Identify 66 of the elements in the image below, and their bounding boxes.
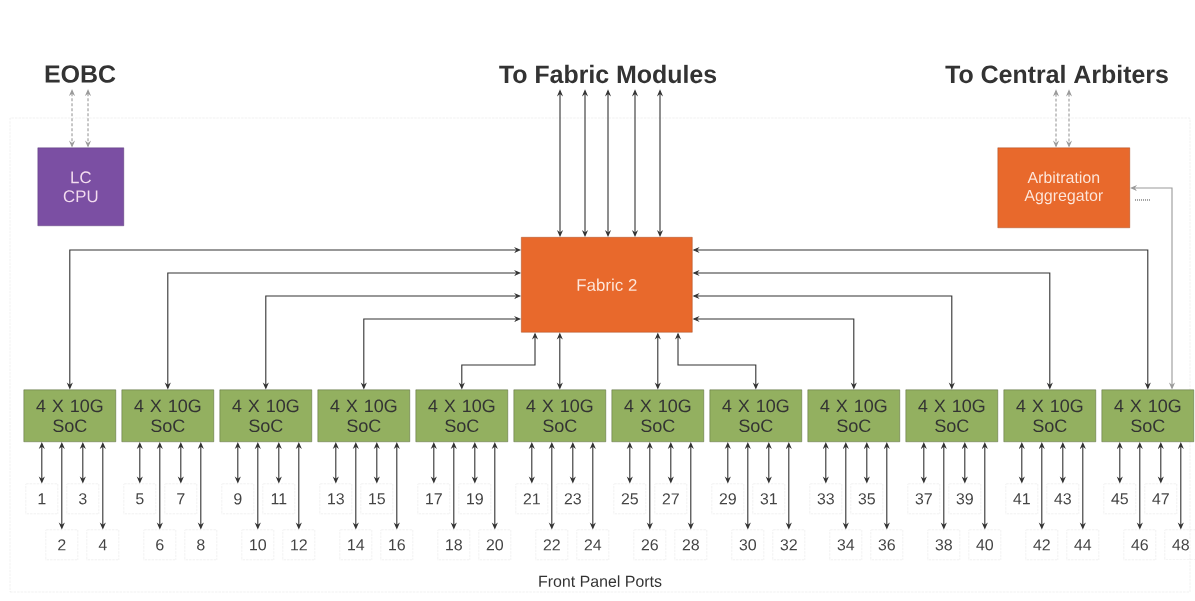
port-box: 4 <box>86 529 119 560</box>
soc-box: 4 X 10G SoC <box>23 389 116 442</box>
port-box: 9 <box>221 483 254 514</box>
heading-text: To Central Arbiters <box>945 64 1168 84</box>
soc-box: 4 X 10G SoC <box>1101 389 1194 442</box>
port-box: 26 <box>633 529 666 560</box>
port-box: 45 <box>1103 483 1136 514</box>
soc-box: 4 X 10G SoC <box>709 389 802 442</box>
port-box: 41 <box>1005 483 1038 514</box>
port-box: 31 <box>752 483 785 514</box>
port-box: 19 <box>458 483 491 514</box>
port-box: 37 <box>907 483 940 514</box>
heading-text: EOBC <box>45 65 116 83</box>
port-box: 30 <box>731 529 764 560</box>
soc-box: 4 X 10G SoC <box>415 389 508 442</box>
soc-box: 4 X 10G SoC <box>513 389 606 442</box>
port-box: 42 <box>1025 529 1058 560</box>
port-box: 43 <box>1046 483 1079 514</box>
port-box: 18 <box>437 529 470 560</box>
port-box: 40 <box>968 529 1001 560</box>
port-box: 34 <box>829 529 862 560</box>
port-box: 48 <box>1164 529 1195 560</box>
port-box: 6 <box>143 529 176 560</box>
port-box: 21 <box>515 483 548 514</box>
port-box: 24 <box>576 529 609 560</box>
port-box: 5 <box>123 483 156 514</box>
soc-box: 4 X 10G SoC <box>1003 389 1096 442</box>
port-box: 2 <box>45 529 78 560</box>
port-box: 20 <box>478 529 511 560</box>
port-box: 28 <box>674 529 707 560</box>
port-box: 33 <box>809 483 842 514</box>
port-box: 25 <box>613 483 646 514</box>
port-box: 23 <box>556 483 589 514</box>
port-box: 38 <box>927 529 960 560</box>
port-box: 10 <box>241 529 274 560</box>
port-box: 16 <box>380 529 413 560</box>
port-box: 11 <box>262 483 295 514</box>
port-box: 27 <box>654 483 687 514</box>
soc-box: 4 X 10G SoC <box>121 389 214 442</box>
port-box: 39 <box>948 483 981 514</box>
port-box: 7 <box>164 483 197 514</box>
port-box: 12 <box>282 529 315 560</box>
port-box: 8 <box>184 529 217 560</box>
port-box: 22 <box>535 529 568 560</box>
port-box: 29 <box>711 483 744 514</box>
port-box: 14 <box>339 529 372 560</box>
port-box: 3 <box>66 483 99 514</box>
port-box: 46 <box>1123 529 1156 560</box>
port-box: 1 <box>25 483 58 514</box>
heading-text: To Fabric Modules <box>499 64 717 84</box>
soc-box: 4 X 10G SoC <box>317 389 410 442</box>
port-box: 15 <box>360 483 393 514</box>
soc-box: 4 X 10G SoC <box>807 389 900 442</box>
port-box: 17 <box>417 483 450 514</box>
port-box: 47 <box>1144 483 1177 514</box>
soc-box: 4 X 10G SoC <box>905 389 998 442</box>
soc-box: 4 X 10G SoC <box>611 389 704 442</box>
port-box: 44 <box>1066 529 1099 560</box>
cpu-box: LC CPU <box>37 147 124 226</box>
port-box: 36 <box>870 529 903 560</box>
port-box: 13 <box>319 483 352 514</box>
fabric-box: Fabric 2 <box>521 237 693 333</box>
aggregator-box: Arbitration Aggregator <box>997 147 1130 228</box>
port-box: 35 <box>850 483 883 514</box>
soc-box: 4 X 10G SoC <box>219 389 312 442</box>
port-box: 32 <box>772 529 805 560</box>
